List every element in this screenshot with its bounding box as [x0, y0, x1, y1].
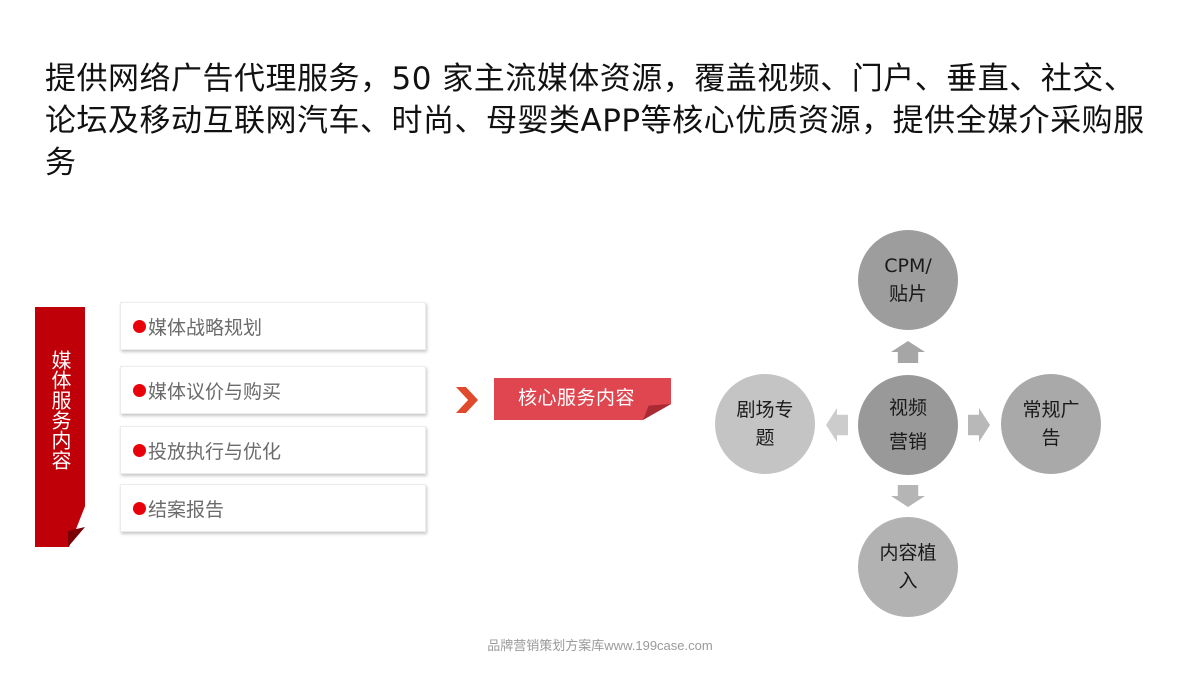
footer-watermark: 品牌营销策划方案库www.199case.com — [487, 638, 713, 653]
node-line: 营销 — [888, 431, 927, 453]
node-line: 内容植 — [879, 542, 937, 564]
bullet-dot-icon — [133, 443, 146, 457]
node-regular-ads: 常规广告 — [1001, 374, 1101, 474]
core-service-tag — [494, 378, 671, 420]
arrow-up-icon — [891, 341, 925, 363]
service-item-report: 结案报告 — [120, 484, 426, 532]
node-cpm: CPM/贴片 — [858, 230, 958, 330]
service-item-strategy: 媒体战略规划 — [120, 302, 426, 350]
node-theater: 剧场专题 — [715, 374, 815, 474]
node-line: 入 — [898, 570, 918, 592]
node-content-placement: 内容植入 — [858, 517, 958, 617]
headline: 提供网络广告代理服务，50 家主流媒体资源，覆盖视频、门户、垂直、社交、论坛及移… — [45, 61, 1145, 181]
arrow-right-icon — [968, 408, 990, 442]
node-line: CPM/ — [884, 255, 932, 277]
side-banner-label: 媒体服务内容 — [48, 350, 72, 470]
arrow-left-icon — [826, 408, 848, 442]
node-line: 题 — [755, 427, 775, 449]
service-item-execution: 投放执行与优化 — [120, 426, 426, 474]
bullet-dot-icon — [133, 319, 146, 333]
core-service-label: 核心服务内容 — [517, 386, 635, 409]
service-item-label: 结案报告 — [148, 498, 225, 521]
node-line: 视频 — [888, 397, 927, 419]
bullet-dot-icon — [133, 383, 146, 397]
service-item-label: 媒体议价与购买 — [148, 380, 282, 403]
chevron-right-icon — [456, 387, 478, 413]
node-line: 告 — [1041, 427, 1061, 449]
node-video-marketing: 视频营销 — [858, 375, 958, 475]
arrow-down-icon — [891, 485, 925, 507]
node-line: 贴片 — [888, 283, 927, 305]
service-item-label: 媒体战略规划 — [148, 316, 263, 339]
bullet-dot-icon — [133, 501, 146, 515]
service-item-negotiation: 媒体议价与购买 — [120, 366, 426, 414]
node-line: 常规广 — [1022, 399, 1080, 421]
side-banner — [35, 307, 85, 547]
node-line: 剧场专 — [736, 399, 794, 421]
service-item-label: 投放执行与优化 — [148, 440, 282, 463]
